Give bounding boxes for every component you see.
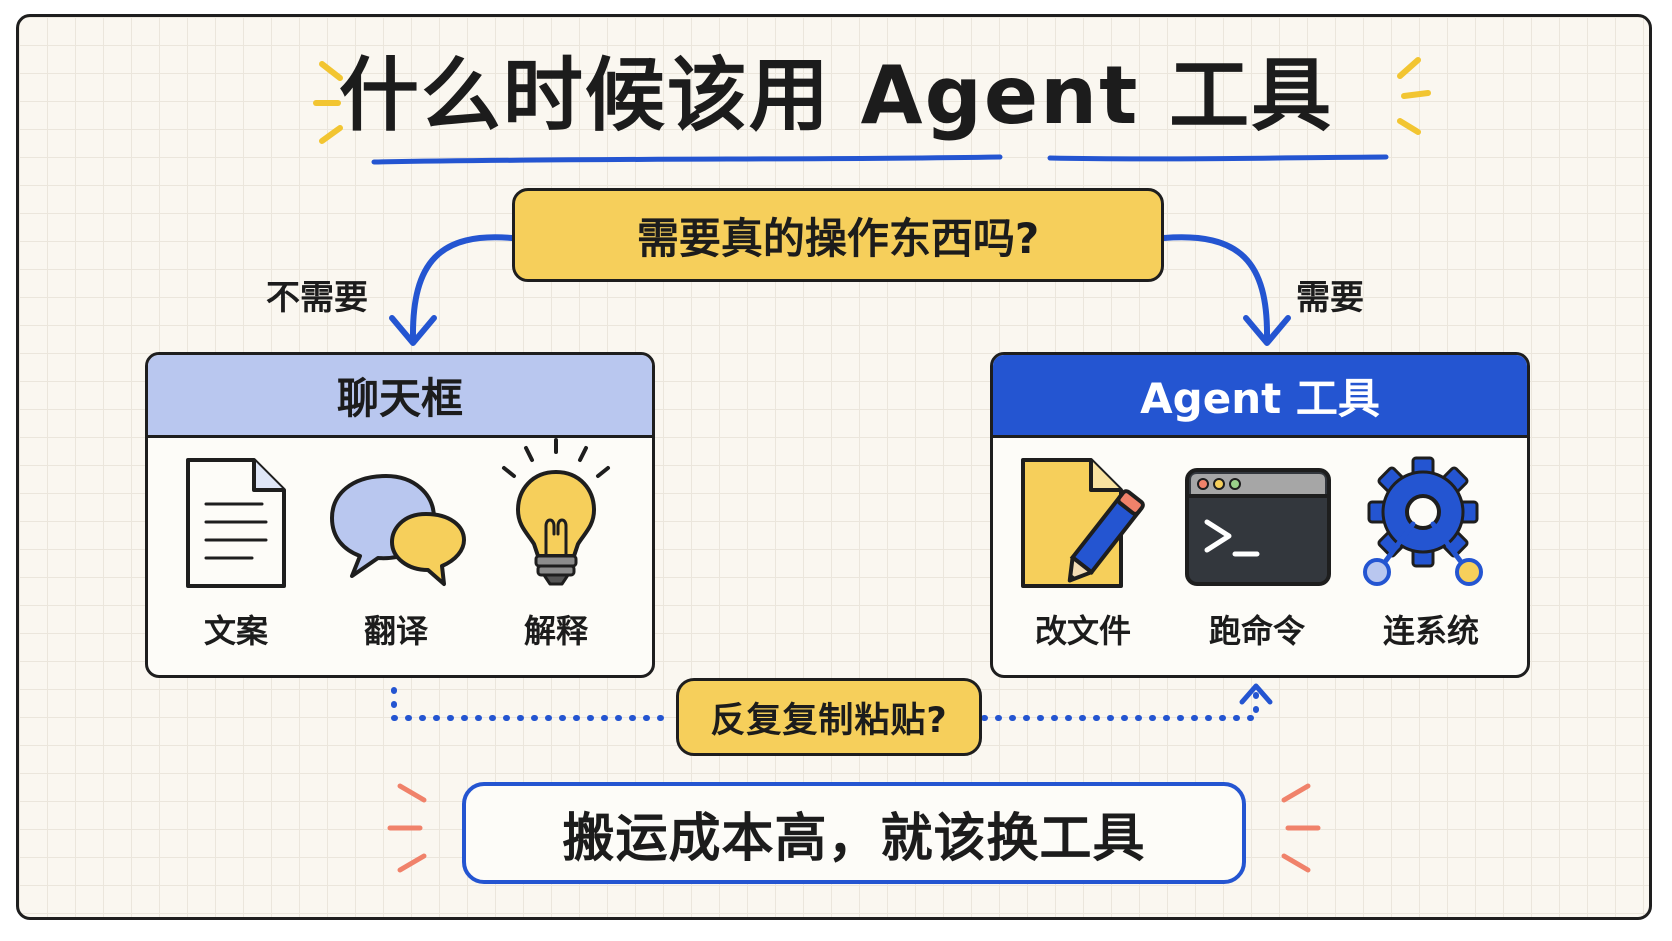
speech-bubbles-icon <box>330 474 466 586</box>
item-connect-system: 连系统 <box>1351 438 1511 675</box>
document-icon <box>186 458 286 588</box>
item-label-run-command: 跑命令 <box>1208 612 1305 650</box>
item-label-translate: 翻译 <box>363 612 428 650</box>
item-label-edit-file: 改文件 <box>1034 612 1131 650</box>
item-run-command: 跑命令 <box>1177 438 1337 675</box>
agent-tool-title: Agent 工具 <box>993 355 1527 438</box>
terminal-icon <box>1185 468 1331 586</box>
page-title: 什么时候该用 Agent 工具 <box>338 49 1334 142</box>
item-label-connect-system: 连系统 <box>1382 612 1479 650</box>
chat-box-panel: 聊天框 文案 翻译 <box>145 352 655 678</box>
lightbulb-icon <box>502 438 610 586</box>
item-translate: 翻译 <box>316 438 476 675</box>
gear-network-icon <box>1363 456 1483 586</box>
branch-label-no: 不需要 <box>266 278 368 318</box>
branch-label-yes: 需要 <box>1296 278 1364 318</box>
agent-tool-panel: Agent 工具 改文件 <box>990 352 1530 678</box>
item-edit-file: 改文件 <box>1003 438 1163 675</box>
chat-box-title: 聊天框 <box>148 355 652 438</box>
chat-box-items: 文案 翻译 <box>148 438 652 675</box>
copy-paste-question: 反复复制粘贴? <box>676 678 982 756</box>
item-label-explain: 解释 <box>523 612 588 650</box>
conclusion-box: 搬运成本高，就该换工具 <box>462 782 1246 884</box>
agent-tool-items: 改文件 跑命令 <box>993 438 1527 675</box>
decision-question: 需要真的操作东西吗? <box>512 188 1164 282</box>
item-copywriting: 文案 <box>156 438 316 675</box>
item-label-copywriting: 文案 <box>203 612 268 650</box>
file-edit-icon <box>1021 458 1145 588</box>
item-explain: 解释 <box>476 438 636 675</box>
